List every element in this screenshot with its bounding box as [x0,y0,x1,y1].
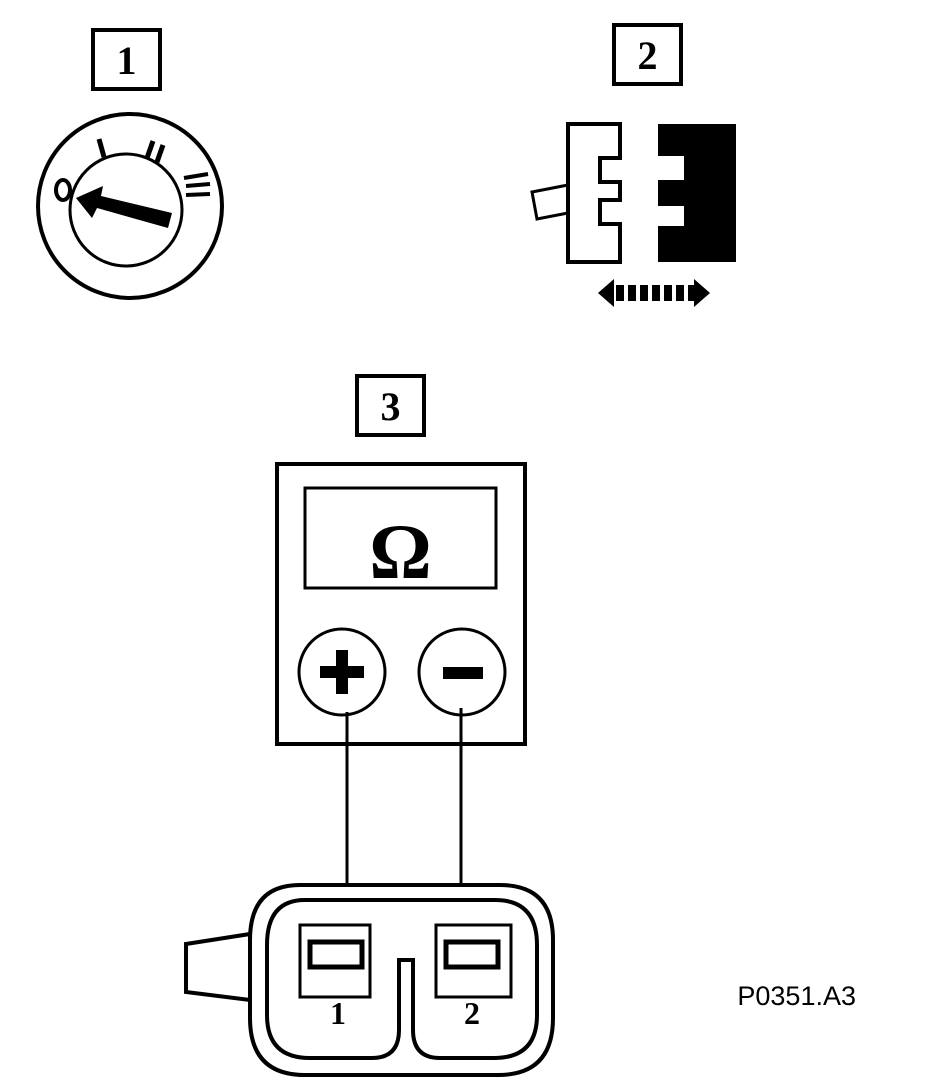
connector-pin-2: 2 [434,923,513,1031]
pin-1-label: 1 [330,995,346,1031]
figure-code: P0351.A3 [737,981,856,1011]
connector-pin-1: 1 [298,923,372,1031]
step-3-number: 3 [381,384,401,429]
step-3-label: 3 [355,374,426,437]
ignition-position-1 [96,138,107,158]
step-2-number: 2 [638,33,658,78]
double-arrow-icon [598,279,710,307]
ignition-switch-icon [36,112,224,300]
plus-icon-vertical [336,650,348,694]
ohmmeter: Ω [275,462,527,746]
ignition-position-3 [183,172,211,197]
positive-terminal [297,627,387,717]
step-1-number: 1 [117,38,137,83]
ignition-position-off [54,178,72,202]
pin-2-label: 2 [464,995,480,1031]
ohm-symbol: Ω [369,508,431,595]
component-connector: 1 2 [184,883,555,1077]
negative-terminal [417,627,507,717]
connector-disconnect-icon [530,122,736,307]
step-1-label: 1 [91,28,162,91]
socket-half-icon [658,124,736,262]
plug-half-icon [566,122,622,264]
step-2-label: 2 [612,23,683,86]
ignition-position-2 [144,140,166,163]
minus-icon [443,667,483,679]
meter-display [303,486,498,590]
key-pointer-icon [76,186,172,228]
